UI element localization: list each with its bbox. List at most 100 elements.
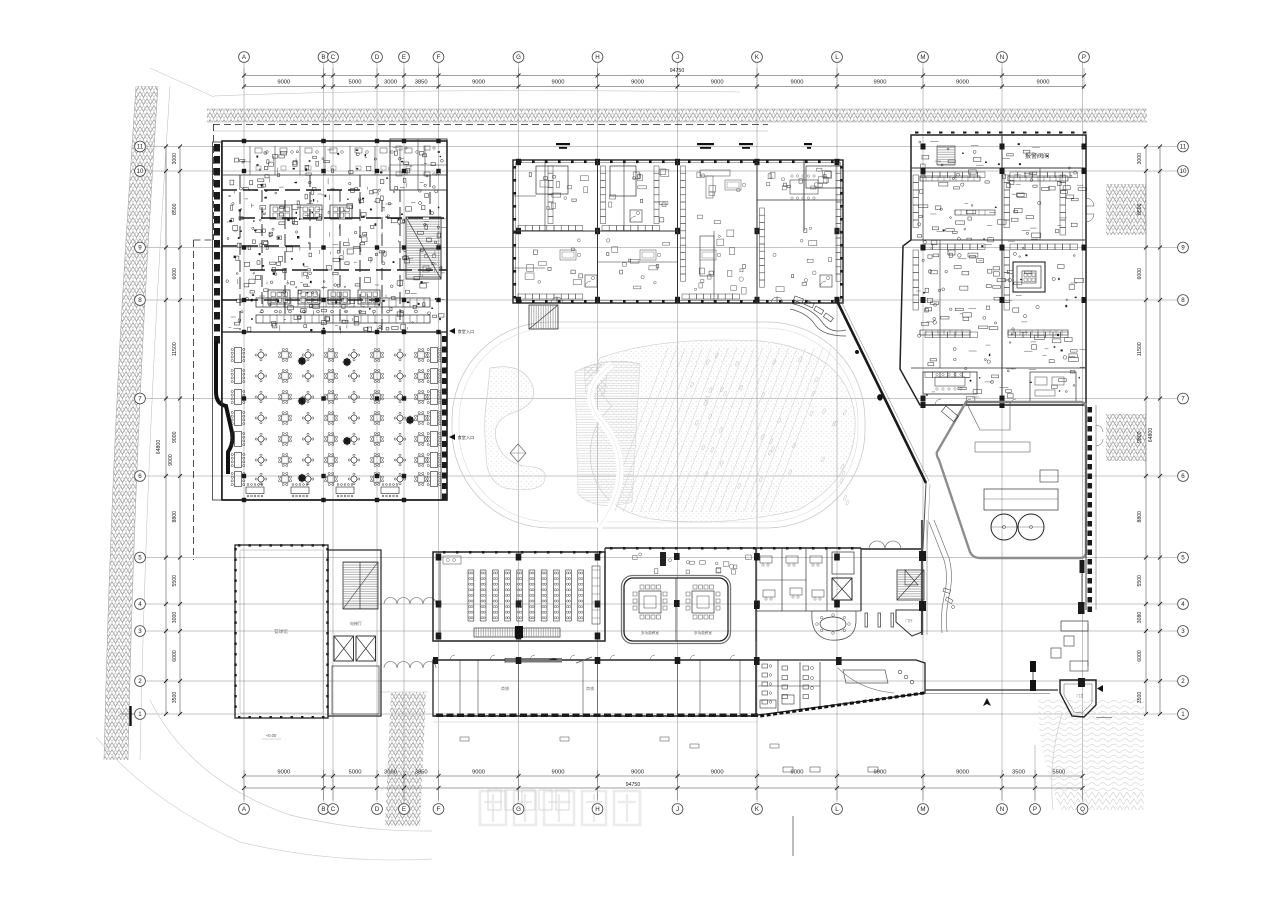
svg-text:3500: 3500	[1012, 770, 1025, 776]
svg-text:门卫: 门卫	[1077, 693, 1085, 698]
svg-text:K: K	[755, 54, 760, 61]
svg-text:9000: 9000	[711, 80, 724, 86]
svg-text:9000: 9000	[168, 454, 174, 466]
svg-text:3000: 3000	[172, 612, 178, 624]
svg-text:5000: 5000	[349, 770, 362, 776]
svg-text:8: 8	[1181, 297, 1185, 304]
svg-text:3: 3	[1181, 628, 1185, 635]
svg-text:9000: 9000	[631, 80, 644, 86]
svg-text:3500: 3500	[1137, 692, 1143, 704]
svg-text:多功能教室: 多功能教室	[641, 630, 659, 635]
svg-text:1: 1	[138, 711, 142, 718]
svg-text:电梯厅: 电梯厅	[350, 620, 362, 626]
svg-text:6000: 6000	[172, 268, 178, 280]
svg-text:64800: 64800	[1148, 428, 1154, 443]
svg-text:F: F	[437, 806, 441, 813]
svg-text:食堂入口: 食堂入口	[458, 328, 475, 335]
svg-text:9900: 9900	[874, 80, 887, 86]
svg-text:94750: 94750	[626, 782, 641, 788]
svg-text:M: M	[920, 54, 925, 61]
svg-text:J: J	[676, 806, 679, 813]
svg-text:9900: 9900	[874, 770, 887, 776]
svg-text:篮球馆: 篮球馆	[274, 628, 288, 635]
svg-text:报警阀间: 报警阀间	[1025, 152, 1049, 160]
svg-text:10: 10	[1180, 168, 1187, 175]
svg-text:9: 9	[1181, 245, 1185, 252]
svg-text:9000: 9000	[711, 770, 724, 776]
svg-text:5500: 5500	[172, 575, 178, 587]
svg-text:9000: 9000	[791, 770, 804, 776]
svg-text:9000: 9000	[472, 80, 485, 86]
svg-text:3000: 3000	[384, 770, 397, 776]
svg-text:食堂入口: 食堂入口	[458, 434, 475, 441]
svg-text:H: H	[595, 806, 599, 813]
svg-text:5000: 5000	[349, 80, 362, 86]
svg-text:G: G	[516, 54, 521, 61]
svg-text:9: 9	[138, 245, 142, 252]
svg-text:3500: 3500	[172, 692, 178, 704]
svg-text:3000: 3000	[384, 80, 397, 86]
svg-text:94750: 94750	[670, 68, 685, 74]
svg-text:3000: 3000	[1137, 153, 1143, 165]
svg-text:6: 6	[138, 473, 142, 480]
svg-text:4: 4	[1181, 601, 1185, 608]
svg-text:+0.00: +0.00	[266, 733, 277, 738]
svg-text:9000: 9000	[552, 770, 565, 776]
svg-text:9000: 9000	[277, 770, 290, 776]
svg-text:B: B	[321, 806, 325, 813]
svg-text:9000: 9000	[472, 770, 485, 776]
svg-text:9000: 9000	[791, 80, 804, 86]
svg-text:11: 11	[137, 144, 144, 151]
svg-text:64800: 64800	[156, 440, 162, 455]
svg-text:5500: 5500	[1052, 770, 1065, 776]
svg-text:N: N	[1000, 54, 1004, 61]
svg-text:9000: 9000	[1037, 80, 1050, 86]
svg-text:K: K	[755, 806, 760, 813]
svg-text:5500: 5500	[1137, 575, 1143, 587]
svg-text:8800: 8800	[172, 511, 178, 523]
svg-text:商铺: 商铺	[501, 685, 509, 691]
svg-text:2: 2	[1181, 678, 1185, 685]
svg-text:9000: 9000	[631, 770, 644, 776]
svg-text:11500: 11500	[1137, 342, 1143, 356]
svg-text:E: E	[402, 806, 406, 813]
svg-text:3850: 3850	[415, 770, 428, 776]
svg-text:门厅: 门厅	[906, 618, 914, 623]
svg-text:D: D	[375, 806, 380, 813]
svg-text:3850: 3850	[415, 80, 428, 86]
svg-text:8500: 8500	[172, 203, 178, 215]
svg-text:9000: 9000	[956, 80, 969, 86]
svg-text:C: C	[331, 806, 336, 813]
svg-text:B: B	[321, 54, 325, 61]
svg-text:商铺: 商铺	[586, 685, 594, 691]
svg-text:3080: 3080	[1137, 612, 1143, 624]
svg-text:P: P	[1033, 806, 1037, 813]
svg-text:8: 8	[138, 297, 142, 304]
svg-text:L: L	[835, 54, 839, 61]
svg-text:3000: 3000	[172, 153, 178, 165]
svg-text:5: 5	[138, 555, 142, 562]
svg-text:9000: 9000	[172, 431, 178, 443]
svg-text:6000: 6000	[1137, 650, 1143, 662]
svg-text:F: F	[437, 54, 441, 61]
svg-text:D: D	[375, 54, 380, 61]
svg-text:P: P	[1082, 54, 1086, 61]
svg-text:1: 1	[1181, 711, 1185, 718]
svg-text:G: G	[516, 806, 521, 813]
svg-text:L: L	[835, 806, 839, 813]
svg-text:C: C	[331, 54, 336, 61]
svg-text:6000: 6000	[172, 650, 178, 662]
svg-text:A: A	[242, 54, 247, 61]
svg-text:9000: 9000	[956, 770, 969, 776]
svg-text:6: 6	[1181, 473, 1185, 480]
svg-text:2: 2	[138, 678, 142, 685]
svg-text:11: 11	[1180, 144, 1187, 151]
svg-text:8800: 8800	[1137, 511, 1143, 523]
svg-text:H: H	[595, 54, 599, 61]
svg-text:3: 3	[138, 628, 142, 635]
svg-text:Q: Q	[1080, 806, 1085, 813]
svg-text:4: 4	[138, 601, 142, 608]
svg-text:J: J	[676, 54, 679, 61]
svg-text:N: N	[1000, 806, 1004, 813]
svg-text:9000: 9000	[277, 80, 290, 86]
